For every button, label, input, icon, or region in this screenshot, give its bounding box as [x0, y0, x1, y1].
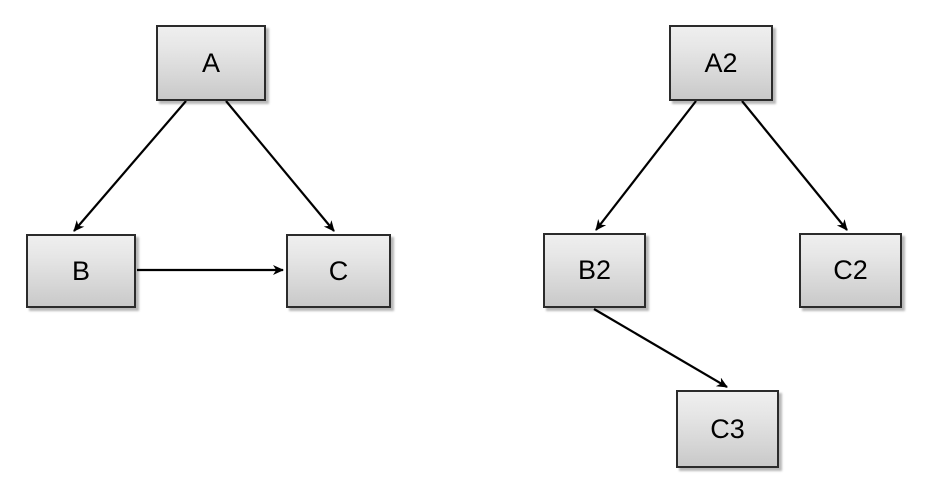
- node-c2[interactable]: C2: [799, 233, 902, 308]
- node-label-a2: A2: [704, 47, 738, 78]
- edge-a2-to-c2: [741, 100, 848, 231]
- edges-group: [73, 100, 848, 388]
- node-label-c: C: [328, 255, 349, 286]
- edge-a-to-c: [225, 100, 335, 232]
- node-label-b: B: [71, 255, 90, 286]
- node-label-b2: B2: [577, 255, 612, 285]
- node-b2[interactable]: B2: [543, 233, 646, 308]
- node-label-c3: C3: [710, 413, 745, 444]
- node-label-c2: C2: [833, 255, 868, 285]
- node-b[interactable]: B: [26, 234, 136, 308]
- edge-a-to-b: [73, 100, 187, 232]
- node-c[interactable]: C: [286, 234, 391, 308]
- node-label-a: A: [201, 47, 220, 78]
- node-a[interactable]: A: [156, 25, 266, 101]
- node-a2[interactable]: A2: [669, 25, 773, 101]
- node-c3[interactable]: C3: [676, 390, 779, 468]
- edge-a2-to-b2: [595, 100, 697, 231]
- edge-b2-to-c3: [593, 308, 728, 388]
